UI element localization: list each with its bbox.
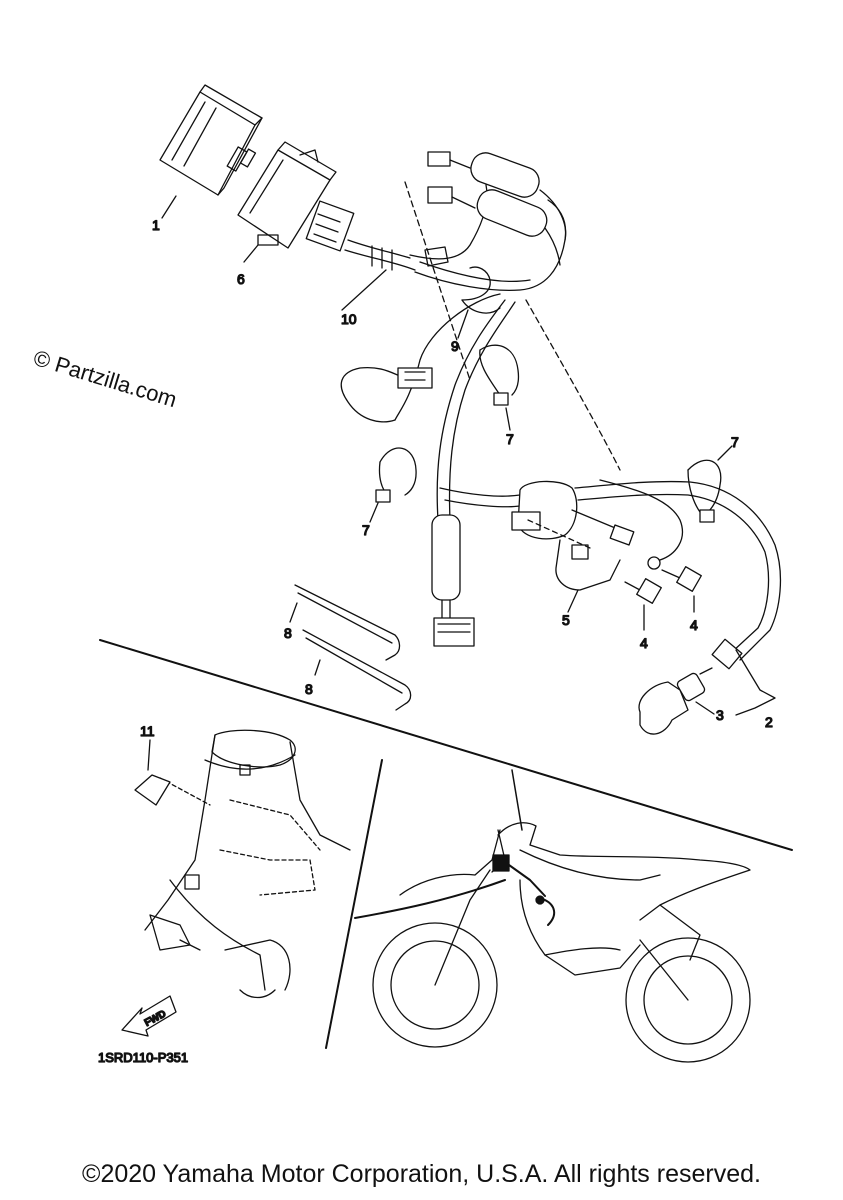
callout-7-right: 7: [731, 434, 739, 450]
copyright-footer: ©2020 Yamaha Motor Corporation, U.S.A. A…: [82, 1160, 761, 1188]
callout-10: 10: [341, 311, 357, 327]
wire-harness-part[interactable]: [305, 149, 782, 670]
callout-7-left: 7: [362, 522, 370, 538]
bolt-part-left[interactable]: [624, 578, 662, 631]
forward-arrow-icon: FWD: [121, 995, 177, 1037]
cdi-holder-part[interactable]: [237, 141, 337, 263]
callout-4-left: 4: [640, 635, 648, 651]
diagram-reference-code: 1SRD110-P351: [98, 1050, 188, 1065]
callout-5: 5: [562, 612, 570, 628]
cable-strap-8-lower[interactable]: [302, 629, 412, 711]
band-clamp-7-right[interactable]: [687, 445, 733, 523]
callout-6: 6: [237, 271, 245, 287]
section-divider-line: [99, 639, 793, 851]
band-clamp-7-top[interactable]: [479, 344, 520, 431]
cable-strap-8-upper[interactable]: [289, 584, 401, 661]
ignition-coil-part[interactable]: [511, 479, 684, 613]
callout-8-upper: 8: [284, 625, 292, 641]
callout-8-lower: 8: [305, 681, 313, 697]
motorcycle-locator-drawing: [354, 769, 751, 1063]
callout-bracket-2-3: [735, 649, 776, 716]
cdi-unit-part[interactable]: [159, 84, 263, 219]
frame-inset-detail: [144, 729, 383, 1049]
plug-cap-part[interactable]: [638, 667, 715, 735]
callout-1: 1: [152, 217, 160, 233]
callout-7-top: 7: [506, 431, 514, 447]
callout-3: 3: [716, 707, 724, 723]
bolt-part-right[interactable]: [661, 566, 702, 613]
callout-4-right: 4: [690, 617, 698, 633]
band-clamp-7-left[interactable]: [369, 447, 417, 523]
callout-11: 11: [140, 723, 155, 739]
callout-9: 9: [451, 338, 459, 354]
clamp-9-part[interactable]: [457, 266, 501, 339]
sensor-label-part-11[interactable]: [134, 739, 171, 806]
callout-2: 2: [765, 714, 773, 730]
